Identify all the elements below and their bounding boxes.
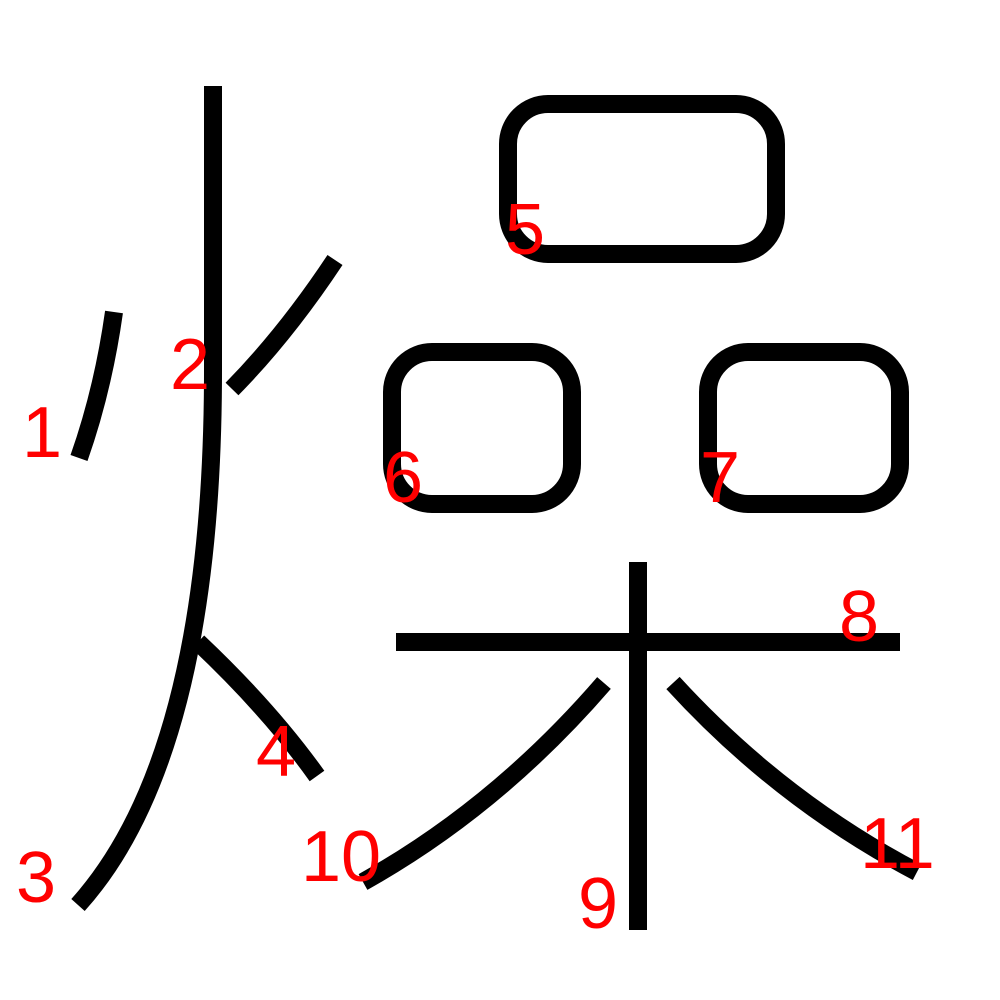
stroke-2 <box>225 255 343 396</box>
stroke-10 <box>358 677 611 890</box>
stroke-label-7: 7 <box>700 438 740 518</box>
stroke-label-9: 9 <box>578 864 618 944</box>
stroke-11 <box>666 676 922 880</box>
stroke-7 <box>699 343 909 513</box>
stroke-3 <box>71 86 222 912</box>
stroke-label-10: 10 <box>301 817 381 897</box>
stroke-label-1: 1 <box>22 393 62 473</box>
stroke-label-11: 11 <box>860 804 935 884</box>
stroke-4 <box>191 635 325 782</box>
stroke-6 <box>383 343 581 513</box>
stroke-label-6: 6 <box>383 438 423 518</box>
stroke-label-5: 5 <box>505 190 545 270</box>
stroke-1 <box>70 310 123 461</box>
stroke-label-4: 4 <box>256 712 296 792</box>
stroke-label-8: 8 <box>839 577 879 657</box>
stroke-label-3: 3 <box>16 838 56 918</box>
stroke-label-2: 2 <box>170 325 210 405</box>
stroke-5 <box>499 95 785 263</box>
